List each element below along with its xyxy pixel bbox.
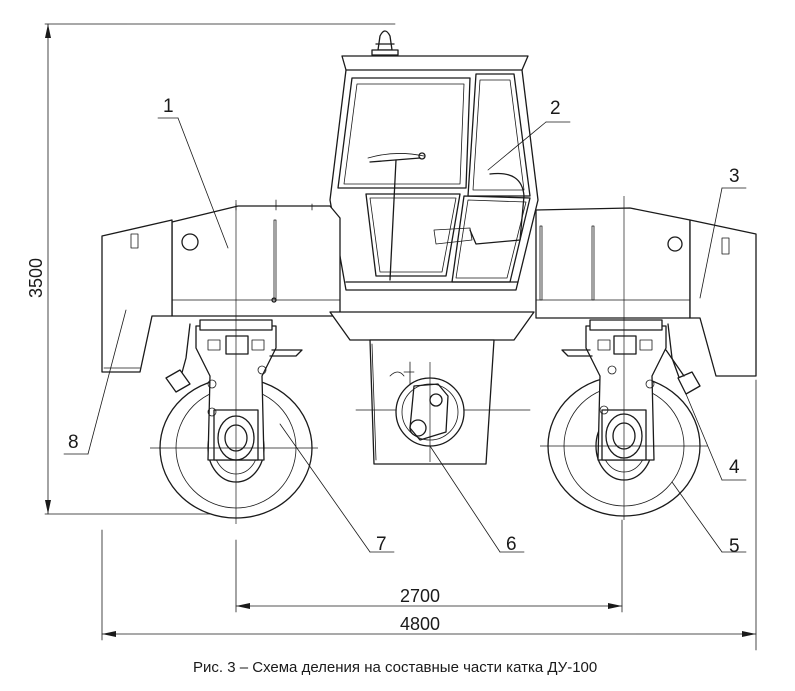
height-dimension: 3500	[26, 23, 396, 515]
callout-2-label: 2	[550, 98, 561, 119]
height-dimension-label: 3500	[26, 258, 46, 298]
callout-7-label: 7	[376, 534, 387, 555]
callout-1: 1	[157, 96, 229, 249]
callout-7: 7	[279, 423, 395, 555]
callout-1-label: 1	[163, 96, 174, 117]
callout-6: 6	[429, 445, 525, 555]
callout-2: 2	[487, 98, 571, 171]
rear-frame	[535, 207, 691, 319]
rear-fork	[561, 319, 681, 461]
callout-6-label: 6	[506, 534, 517, 555]
figure-caption: Рис. 3 – Схема деления на составные част…	[193, 659, 597, 676]
wheelbase-dimension: 2700	[235, 519, 623, 613]
length-dimension: 4800	[101, 379, 757, 651]
rear-counterweight	[689, 219, 757, 377]
callout-5-label: 5	[729, 536, 740, 557]
callout-8-label: 8	[68, 432, 79, 453]
axis-lines	[150, 196, 708, 524]
operator-cab	[329, 55, 539, 291]
beacon	[371, 30, 399, 56]
callout-3-label: 3	[729, 166, 740, 187]
callout-5: 5	[671, 481, 747, 557]
callout-4-label: 4	[729, 457, 740, 478]
length-dimension-label: 4800	[400, 614, 440, 634]
steering-cylinder	[665, 349, 701, 395]
front-frame	[171, 199, 341, 317]
wheelbase-dimension-label: 2700	[400, 586, 440, 606]
front-counterweight	[101, 219, 173, 373]
callout-4: 4	[685, 393, 747, 481]
callout-3: 3	[699, 166, 747, 299]
callout-8: 8	[63, 309, 127, 455]
